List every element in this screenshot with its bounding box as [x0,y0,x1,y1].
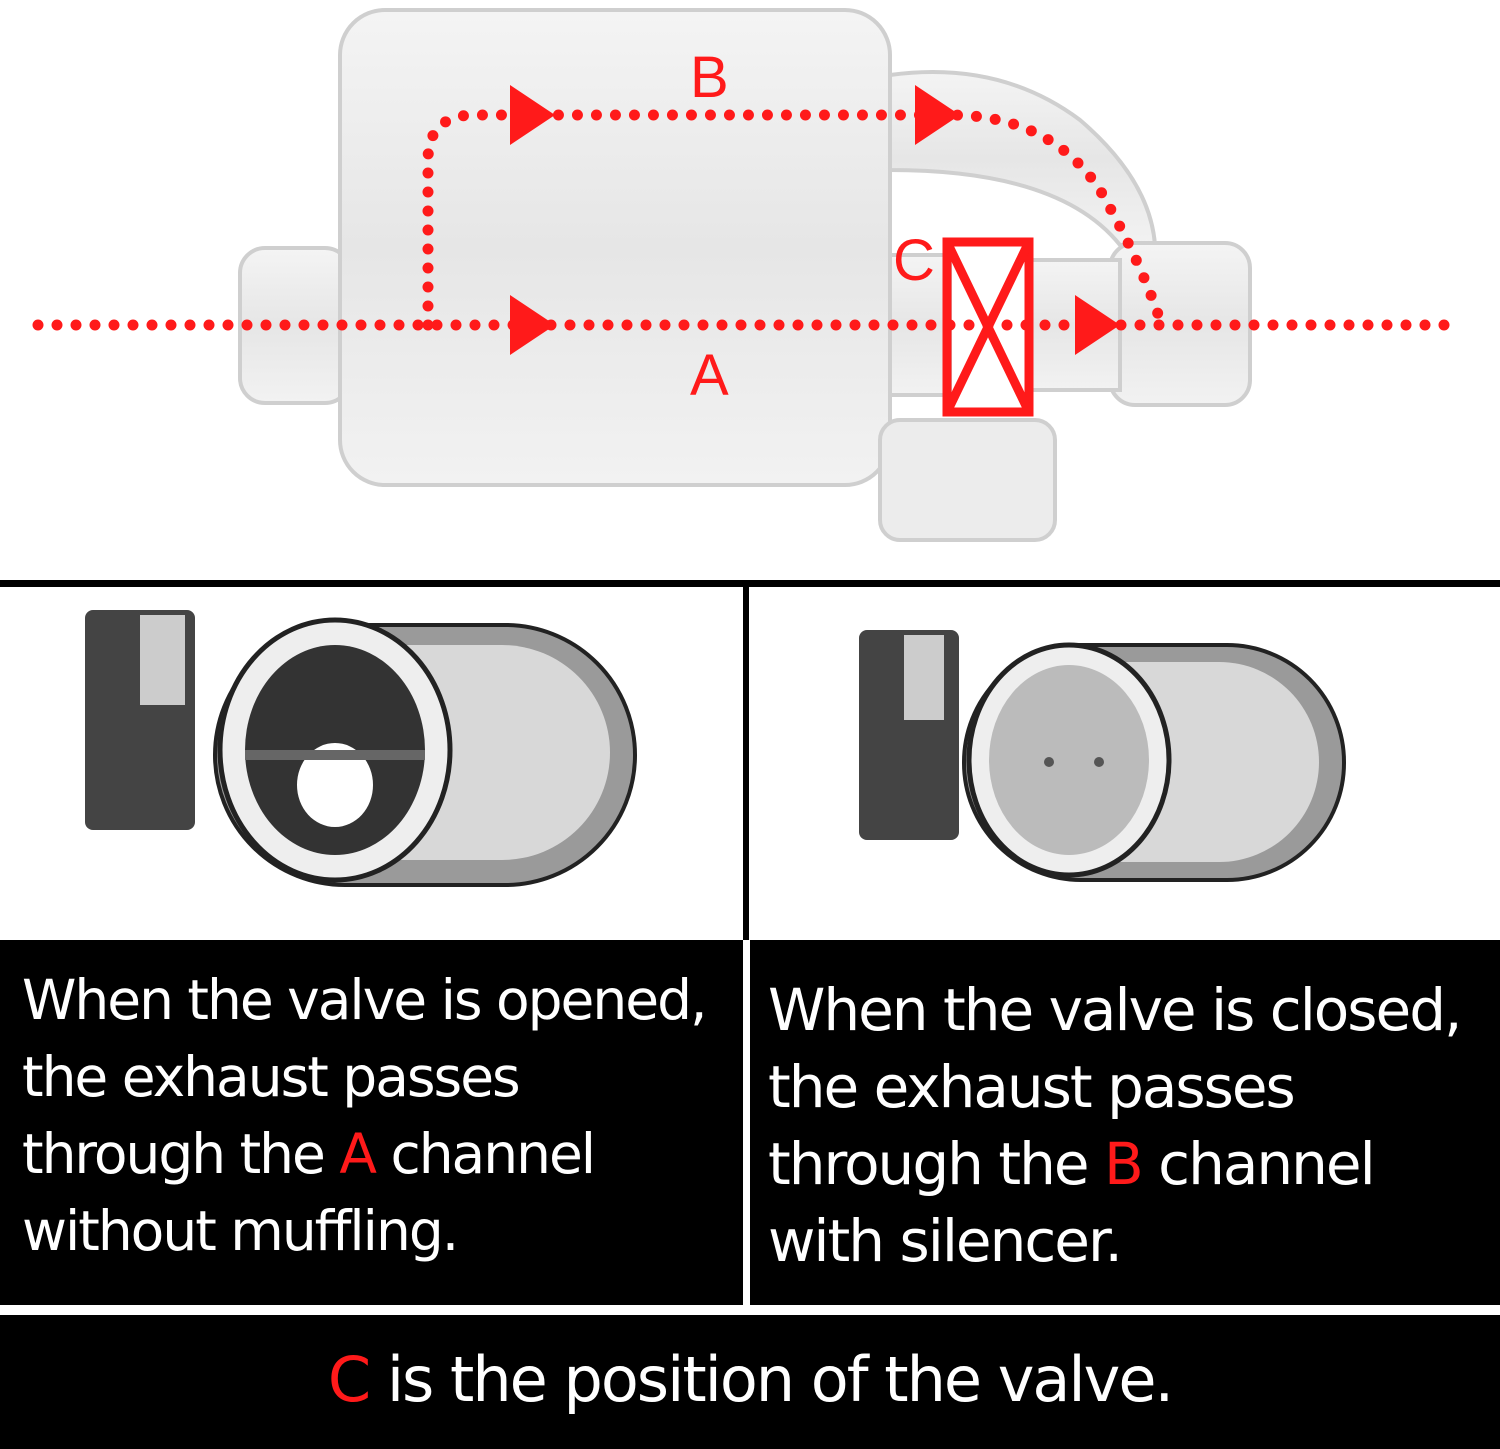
text-line: the exhaust passes [768,1053,1296,1121]
text-line: through the A channel [22,1116,743,1193]
divider [743,587,749,940]
muffler-body [238,8,1252,542]
valve-closed-description: When the valve is closed, the exhaust pa… [750,940,1500,1305]
text-line: without muffling. [22,1199,459,1263]
divider [0,580,1500,587]
valve-closed-image [749,590,1500,940]
channel-letter: B [1103,1130,1144,1198]
channel-letter: A [339,1122,377,1186]
label-b: B [690,45,729,110]
text-line: When the valve is closed, [768,976,1462,1044]
caption-text: is the position of the valve. [369,1343,1174,1416]
valve-open-image [0,590,743,940]
valve-position-caption: C is the position of the valve. [0,1315,1500,1449]
text: through the [22,1122,340,1186]
text-line: When the valve is opened, [22,968,707,1032]
text-line: through the B channel [768,1126,1500,1203]
text-line: with silencer. [768,1207,1123,1275]
label-a: A [690,343,729,408]
text: channel [1141,1130,1376,1198]
text: through the [768,1130,1104,1198]
flow-path-b [422,109,1166,331]
valve-letter: C [327,1343,371,1416]
text-line: the exhaust passes [22,1045,521,1109]
valve-open-description: When the valve is opened, the exhaust pa… [0,940,743,1305]
label-c: C [893,228,935,293]
muffler-flow-diagram: B A C [0,0,1500,580]
arrow-icon [510,85,1120,355]
valve-position-marker [942,237,1034,417]
text: channel [374,1122,596,1186]
